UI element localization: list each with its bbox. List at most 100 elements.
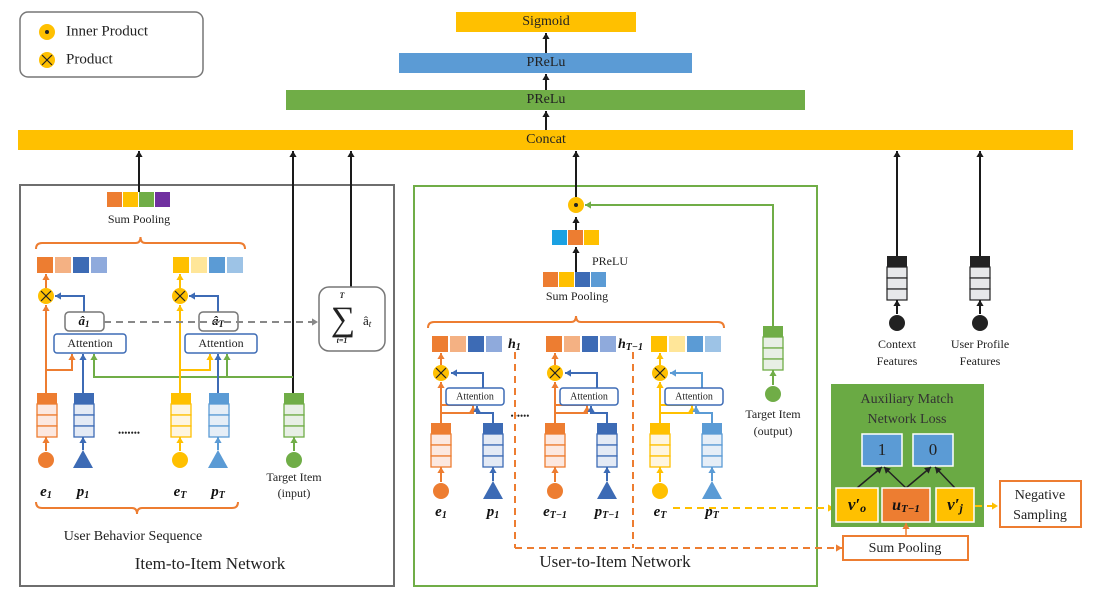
math-base: e — [40, 484, 47, 500]
position-label: pT — [703, 504, 720, 521]
math-subscript: 1 — [84, 490, 89, 501]
arrowhead-icon — [551, 467, 559, 473]
context-features-input-icon — [889, 315, 905, 331]
position-embedding-cell — [596, 433, 618, 446]
math-subscript: 1 — [442, 510, 447, 521]
event-embedding-cell — [430, 433, 452, 446]
math-subscript: 1 — [516, 342, 521, 353]
target-item-sublabel: (output) — [754, 424, 793, 438]
arrowhead-icon — [437, 382, 445, 388]
embedding-square — [155, 192, 170, 207]
aux-sum-pooling-box — [842, 535, 969, 561]
arrowhead-icon — [42, 274, 50, 280]
input-circle-icon — [652, 483, 668, 499]
attention-label: Attention — [198, 336, 243, 350]
arrowhead-icon — [976, 300, 984, 306]
event-embedding-cell — [649, 433, 671, 446]
input-triangle-icon — [208, 450, 228, 468]
sigmoid-label: Sigmoid — [522, 14, 569, 29]
event-label: eT−1 — [543, 504, 567, 521]
eT-embedding-cell — [170, 403, 192, 416]
position-embedding-cell — [482, 455, 504, 468]
event-label: eT — [654, 504, 668, 521]
event-embedding-top — [431, 423, 451, 434]
input-circle-icon — [547, 483, 563, 499]
product-cross — [435, 367, 447, 379]
math-subscript: T−1 — [550, 510, 567, 521]
arrowhead-icon — [90, 354, 98, 360]
position-embedding-cell — [596, 455, 618, 468]
e1-embedding-cell — [36, 425, 58, 438]
negative-label: 0 — [929, 440, 938, 459]
math-subscript: 1 — [494, 510, 499, 521]
context-features-embedding-top — [887, 256, 907, 267]
user-to-item-network-title: User-to-Item Network — [539, 552, 691, 571]
attention-box — [559, 387, 619, 406]
target-input-embedding-cell — [283, 414, 305, 427]
item-to-item-network-box — [19, 184, 395, 587]
arrowhead-icon — [565, 369, 571, 377]
arrowhead-icon — [692, 406, 700, 412]
math-base: e — [435, 504, 442, 520]
math-base: p — [75, 484, 85, 500]
sigmoid-layer — [456, 12, 636, 32]
arrowhead-icon — [992, 502, 998, 510]
arrow — [565, 372, 598, 388]
embedding-square — [600, 336, 616, 352]
product-cross — [174, 290, 186, 302]
negative-item-label: v′j — [947, 495, 963, 515]
brace — [35, 236, 246, 250]
inner-product-dot — [45, 30, 49, 34]
embedding-square — [705, 336, 721, 352]
negative-sampling-label: Negative — [1015, 488, 1066, 503]
arrowhead-icon — [206, 354, 214, 360]
legend-box — [19, 11, 204, 78]
arrowhead-icon — [289, 151, 297, 157]
embedding-square — [123, 192, 138, 207]
arrow — [180, 354, 211, 371]
event-embedding-cell — [649, 455, 671, 468]
embedding-square — [543, 272, 558, 287]
math-base: p — [703, 504, 713, 520]
math-base: h — [508, 337, 516, 352]
sigma-term: ât — [363, 313, 372, 329]
arrowhead-icon — [79, 354, 87, 360]
input-triangle-icon — [483, 481, 503, 499]
position-embedding-cell — [482, 433, 504, 446]
math-base: v′ — [848, 495, 860, 514]
position-embedding-cell — [482, 444, 504, 457]
pT-embedding-cell — [208, 414, 230, 427]
embedding-square — [552, 230, 567, 245]
arrowhead-icon — [924, 467, 931, 474]
sigma-lower: t=1 — [337, 336, 348, 345]
arrowhead-icon — [489, 467, 497, 473]
sigma-term-base: â — [363, 313, 369, 328]
math-subscript: T−1 — [602, 510, 619, 521]
arrowhead-icon — [42, 437, 50, 443]
position-embedding-cell — [596, 444, 618, 457]
aux-sum-pooling-label: Sum Pooling — [869, 541, 942, 556]
position-label: p1 — [485, 504, 500, 521]
embedding-square — [651, 336, 667, 352]
arrowhead-icon — [572, 151, 580, 157]
arrow — [476, 406, 494, 423]
embedding-square — [209, 257, 225, 273]
product-cross — [40, 290, 52, 302]
input-circle-icon — [172, 452, 188, 468]
arrowhead-icon — [437, 353, 445, 359]
arrowhead-icon — [585, 201, 591, 209]
embedding-square — [73, 257, 89, 273]
eT-embedding-top — [171, 393, 191, 404]
arrow — [189, 295, 219, 312]
event-embedding-cell — [430, 455, 452, 468]
target-input-embedding-cell — [283, 403, 305, 416]
position-embedding-top — [597, 423, 617, 434]
negative-sampling-label-line2: Sampling — [1013, 508, 1067, 523]
event-embedding-cell — [544, 444, 566, 457]
ellipsis: ••••••• — [118, 428, 140, 438]
product-cross — [41, 54, 53, 66]
arrow — [55, 295, 85, 312]
positive-item-vector — [835, 487, 879, 523]
concat-layer — [18, 130, 1073, 150]
p1-label: p1 — [75, 484, 90, 501]
